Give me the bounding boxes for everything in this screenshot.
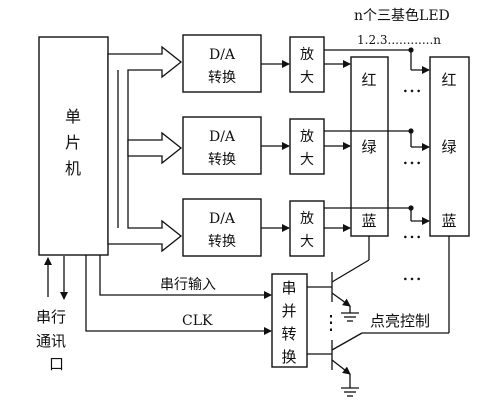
serial-input-wire	[99, 255, 272, 299]
ellipsis-red-row: …	[402, 73, 422, 97]
mcu-block	[38, 36, 109, 256]
dac-1-line1: D/A	[209, 47, 236, 63]
control-outputs-vellipsis: ⋮	[321, 310, 341, 334]
ellipsis-green-row: …	[402, 145, 422, 169]
transistor-1	[331, 236, 370, 322]
led-n-blue-label: 蓝	[441, 212, 456, 230]
dac-block-3	[182, 198, 262, 257]
dac-1-line2: 转换	[208, 69, 236, 86]
dac-2-line1: D/A	[209, 129, 236, 145]
dac-3-line2: 转换	[208, 233, 236, 250]
serial-comm-label-2: 通讯	[36, 332, 66, 350]
ellipsis-blue-row: …	[402, 219, 422, 243]
bus-arrow-1	[107, 45, 183, 253]
amp-block-3	[289, 200, 325, 257]
serial-comm-label-1: 串行	[36, 308, 66, 326]
amp-block-2	[289, 118, 325, 175]
amp-1-line1: 放	[300, 47, 314, 63]
mcu-label-char-2: 片	[65, 133, 81, 152]
led-index-range: 1.2.3............n	[357, 33, 441, 47]
dac-block-1	[182, 34, 262, 93]
led-n-red-label: 红	[441, 71, 456, 89]
data-bus	[107, 45, 183, 253]
mcu-label-char-1: 单	[65, 107, 81, 126]
clk-label: CLK	[182, 313, 213, 329]
bus-arrow-2	[127, 131, 183, 165]
sp-char-3: 转	[281, 325, 296, 343]
dac-block-2	[182, 116, 262, 175]
light-control-label: 点亮控制	[370, 312, 430, 330]
led-n-green-label: 绿	[441, 138, 456, 156]
amp-to-led-wires	[324, 47, 430, 232]
clk-wire	[85, 255, 272, 335]
dac-3-line1: D/A	[209, 211, 236, 227]
mcu-label-char-3: 机	[65, 159, 81, 178]
serial-parallel-converter	[271, 273, 308, 368]
led-1-blue-label: 蓝	[361, 212, 376, 230]
diagram-title: n个三基色LED	[354, 7, 450, 24]
dac-2-line2: 转换	[208, 151, 236, 168]
amp-2-line2: 大	[300, 152, 314, 168]
serial-input-label: 串行输入	[160, 277, 216, 293]
ellipsis-control-row: …	[402, 261, 422, 285]
sp-char-4: 换	[281, 348, 296, 366]
led-1-red-label: 红	[361, 71, 376, 89]
transistor-n	[331, 236, 450, 397]
sp-char-1: 串	[281, 279, 296, 297]
amp-3-line2: 大	[300, 234, 314, 250]
led-1-green-label: 绿	[361, 138, 376, 156]
amp-3-line1: 放	[300, 211, 314, 227]
serial-comm-label-3: 口	[49, 355, 64, 373]
amp-block-1	[289, 36, 325, 93]
amp-1-line2: 大	[300, 70, 314, 86]
amp-2-line1: 放	[300, 129, 314, 145]
led-1-block	[350, 56, 389, 237]
sp-char-2: 并	[281, 302, 296, 320]
